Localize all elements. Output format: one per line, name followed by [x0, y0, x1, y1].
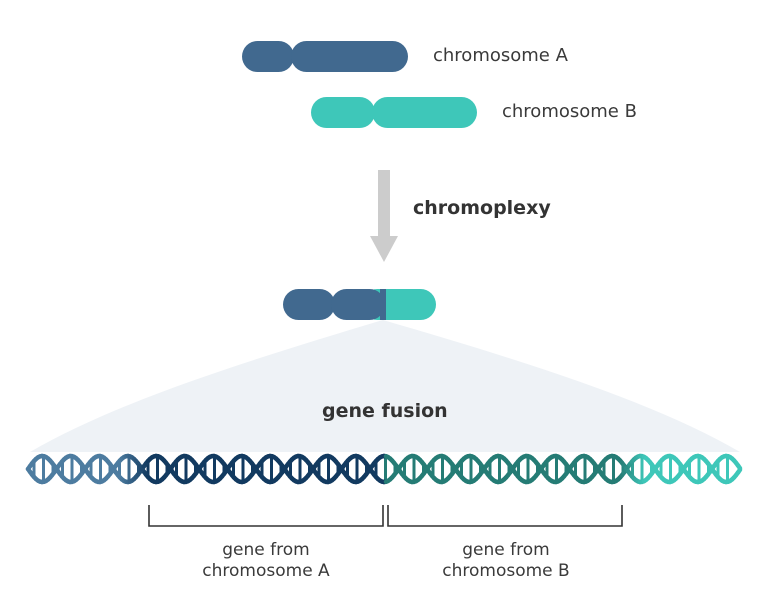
gene-from-a-line1: gene from — [186, 540, 346, 561]
gene-from-b-line2: chromosome B — [426, 561, 586, 582]
chromosome-b-label: chromosome B — [502, 101, 637, 122]
gene-from-a-line2: chromosome A — [186, 561, 346, 582]
zoom-fan — [30, 320, 740, 452]
chromosome-a — [242, 41, 408, 72]
gene-from-a-label: gene from chromosome A — [186, 540, 346, 582]
chromosome-a-label: chromosome A — [433, 45, 568, 66]
chromosome-b — [311, 97, 477, 128]
backbone-strand-2 — [738, 465, 740, 468]
gene-from-b-line1: gene from — [426, 540, 586, 561]
fused-chromosome — [283, 289, 436, 320]
bracket-gene-a — [149, 505, 383, 526]
down-arrow-icon — [370, 170, 398, 262]
dna-helix — [28, 456, 740, 482]
chromoplexy-label: chromoplexy — [413, 197, 551, 219]
gene-from-b-label: gene from chromosome B — [426, 540, 586, 582]
bracket-gene-b — [388, 505, 622, 526]
gene-fusion-label: gene fusion — [322, 400, 448, 422]
